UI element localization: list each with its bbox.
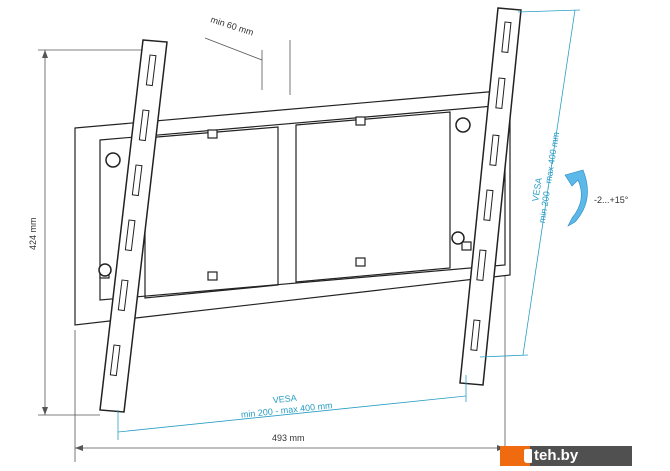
width-dimension-label: 493 mm	[272, 433, 305, 443]
left-bracket	[98, 39, 168, 413]
watermark-logo: teh.by	[500, 446, 632, 466]
watermark-one-glyph-icon	[524, 449, 532, 463]
watermark-orange-block	[500, 446, 530, 466]
watermark-text-block: teh.by	[524, 446, 632, 466]
tilt-arrow-icon	[564, 169, 588, 227]
tilt-range-label: -2...+15°	[594, 195, 629, 205]
dimension-lines	[38, 37, 506, 462]
wall-distance-label: min 60 mm	[209, 14, 254, 37]
right-bracket	[451, 7, 522, 386]
vesa-vertical-range: min 200 - max 400 mm	[537, 131, 561, 223]
wall-plate	[74, 89, 511, 326]
watermark-text: teh.by	[534, 447, 579, 464]
height-dimension-label: 424 mm	[28, 217, 38, 250]
vesa-horizontal-title: VESA	[272, 393, 297, 405]
vesa-dimension-lines	[117, 9, 581, 440]
vesa-vertical-title: VESA	[530, 177, 544, 202]
